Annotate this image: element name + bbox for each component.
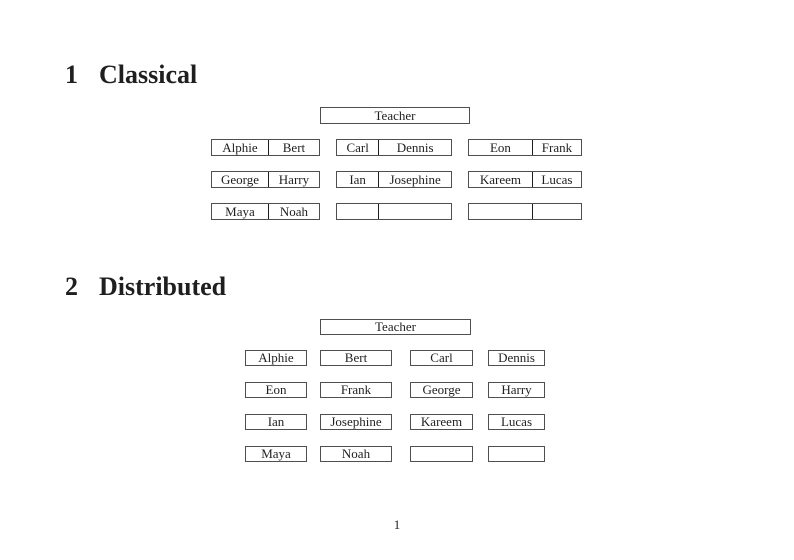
- desk: Carl Dennis: [336, 139, 452, 156]
- seat-josephine: Josephine: [330, 415, 382, 429]
- seat-bert: Bert: [344, 351, 368, 365]
- desk: [336, 203, 452, 220]
- seat-kareem: Kareem: [420, 415, 463, 429]
- section-heading-distributed: 2 Distributed: [65, 274, 226, 300]
- seat-empty: [411, 447, 472, 461]
- seat-dennis: Dennis: [498, 351, 535, 365]
- seat-george: George: [220, 172, 259, 187]
- desk: [488, 446, 545, 462]
- desk: Maya: [245, 446, 307, 462]
- section-number: 2: [65, 272, 78, 301]
- desk: Alphie Bert: [211, 139, 320, 156]
- desk: Eon Frank: [468, 139, 582, 156]
- seat-ian: Ian: [267, 415, 285, 429]
- desk: Lucas: [488, 414, 545, 430]
- section-heading-classical: 1 Classical: [65, 62, 197, 88]
- seat-empty: [489, 447, 544, 461]
- seat-carl: Carl: [346, 140, 369, 155]
- desk: Ian Josephine: [336, 171, 452, 188]
- seat-empty: [378, 204, 451, 219]
- seat-carl: Carl: [430, 351, 453, 365]
- seat-maya: Maya: [225, 204, 255, 219]
- teacher-box: Teacher: [320, 107, 470, 124]
- desk: George: [410, 382, 473, 398]
- seat-alphie: Alphie: [258, 351, 294, 365]
- seat-frank: Frank: [531, 140, 581, 155]
- desk: Carl: [410, 350, 473, 366]
- desk: Noah: [320, 446, 392, 462]
- desk: Maya Noah: [211, 203, 320, 220]
- desk: Harry: [488, 382, 545, 398]
- seat-bert: Bert: [267, 140, 319, 155]
- seat-frank: Frank: [340, 383, 372, 397]
- desk: Alphie: [245, 350, 307, 366]
- desk: Kareem Lucas: [468, 171, 582, 188]
- teacher-box: Teacher: [320, 319, 471, 335]
- desk: George Harry: [211, 171, 320, 188]
- seat-empty: [531, 204, 581, 219]
- seat-alphie: Alphie: [222, 140, 258, 155]
- seat-george: George: [422, 383, 461, 397]
- desk: Bert: [320, 350, 392, 366]
- seat-harry: Harry: [501, 383, 532, 397]
- seat-dennis: Dennis: [378, 140, 451, 155]
- desk: Josephine: [320, 414, 392, 430]
- seat-ian: Ian: [349, 172, 366, 187]
- seat-maya: Maya: [261, 447, 291, 461]
- seat-harry: Harry: [267, 172, 319, 187]
- teacher-label: Teacher: [375, 319, 416, 334]
- seat-eon: Eon: [489, 140, 511, 155]
- seat-kareem: Kareem: [479, 172, 521, 187]
- desk: [410, 446, 473, 462]
- seat-noah: Noah: [341, 447, 371, 461]
- seat-noah: Noah: [267, 204, 319, 219]
- desk: Frank: [320, 382, 392, 398]
- seat-eon: Eon: [265, 383, 287, 397]
- desk: Kareem: [410, 414, 473, 430]
- seat-lucas: Lucas: [500, 415, 533, 429]
- page-number: 1: [393, 517, 401, 532]
- desk: Dennis: [488, 350, 545, 366]
- section-number: 1: [65, 60, 78, 89]
- section-title: Classical: [99, 60, 198, 89]
- desk: [468, 203, 582, 220]
- section-title: Distributed: [99, 272, 227, 301]
- seat-josephine: Josephine: [378, 172, 451, 187]
- teacher-label: Teacher: [374, 107, 416, 123]
- seat-lucas: Lucas: [531, 172, 581, 187]
- desk: Eon: [245, 382, 307, 398]
- desk: Ian: [245, 414, 307, 430]
